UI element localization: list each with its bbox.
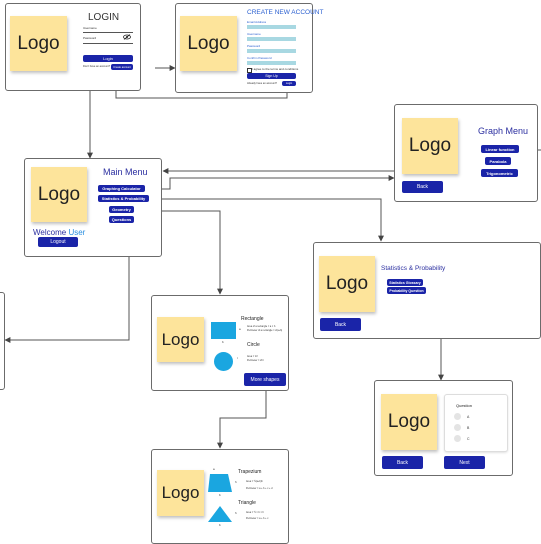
trap-label-a: a: [213, 467, 215, 471]
rect-formula-perimeter: Perimeter of a rectangle = 2(a+b): [247, 329, 283, 332]
field-label-username: Username: [247, 32, 261, 36]
question-next-button[interactable]: Next: [444, 456, 485, 469]
arrow-more-to-shapes2: [217, 386, 267, 449]
graph-trigonometric[interactable]: Trigonometric: [481, 169, 518, 177]
welcome-user: User: [68, 228, 86, 237]
no-account-text: Don't have an account?: [83, 65, 111, 68]
password-field-new[interactable]: [247, 49, 296, 53]
login-logo: Logo: [10, 16, 67, 71]
tri-title: Triangle: [238, 500, 256, 506]
trap-title: Trapezium: [238, 469, 262, 475]
create-logo: Logo: [180, 16, 237, 71]
welcome-label: Welcome: [33, 228, 67, 237]
stats-glossary[interactable]: Statistics Glossary: [387, 279, 423, 286]
username-label: Username: [83, 26, 97, 30]
circle-formula-area: Area = πr²: [247, 355, 259, 358]
menu-geometry[interactable]: Geometry: [109, 206, 134, 213]
option-a-radio[interactable]: [454, 413, 461, 420]
option-c-label: C: [467, 437, 470, 441]
main-title: Main Menu: [103, 167, 148, 177]
graph-logo: Logo: [402, 118, 458, 174]
field-label-confirm: Confirm Password: [247, 56, 272, 60]
question-back-button[interactable]: Back: [382, 456, 423, 469]
tri-label-h: h: [235, 511, 237, 515]
username-field[interactable]: [83, 32, 133, 33]
signup-button[interactable]: Sign Up: [247, 73, 296, 79]
tri-label-b: b: [219, 523, 221, 527]
create-title: CREATE NEW ACCOUNT: [247, 9, 324, 16]
arrow-main-to-left: [4, 220, 130, 343]
question-title: Question: [456, 403, 473, 408]
username-field-new[interactable]: [247, 37, 296, 41]
geometry-logo: Logo: [157, 317, 204, 362]
trap-formula-area: Area = ½(a+b)h: [246, 480, 263, 483]
stats-probability-question[interactable]: Probability Question: [387, 287, 426, 294]
left-partial-frame: [0, 292, 5, 390]
circle-radius-r: r: [237, 356, 238, 360]
login-button[interactable]: Login: [83, 55, 133, 62]
tri-formula-perimeter: Perimeter = a + b + c: [246, 517, 269, 520]
tri-formula-area: Area = ½ × b × h: [246, 511, 264, 514]
arrow-main-to-graph: [147, 175, 395, 190]
rect-title: Rectangle: [241, 316, 264, 322]
circle-title: Circle: [247, 342, 260, 348]
menu-statistics-probability[interactable]: Statistics & Probability: [98, 195, 149, 202]
triangle-shape: [208, 506, 232, 522]
main-logo: Logo: [31, 167, 87, 222]
trap-label-h: h: [235, 480, 237, 484]
question-logo: Logo: [381, 394, 437, 450]
have-account-text: Already have an account?: [247, 82, 277, 85]
circle-formula-perimeter: Perimeter = 2πr: [247, 359, 264, 362]
create-login-button[interactable]: Login: [282, 81, 296, 86]
confirm-password-field[interactable]: [247, 61, 296, 65]
field-label-email: Email Address: [247, 20, 267, 24]
arrow-main-to-stats: [149, 198, 384, 242]
option-b-label: B: [467, 426, 470, 430]
create-account-button[interactable]: Create account: [111, 64, 133, 70]
question-card: [444, 394, 508, 452]
graph-parabola[interactable]: Parabola: [485, 157, 511, 165]
circle-shape: [214, 352, 233, 371]
login-title: LOGIN: [88, 12, 120, 23]
email-field[interactable]: [247, 25, 296, 29]
option-a-label: A: [467, 415, 470, 419]
stats-logo: Logo: [319, 256, 375, 312]
shapes2-logo: Logo: [157, 470, 204, 516]
trapezium-shape: [208, 474, 232, 492]
welcome-text: Welcome User: [33, 228, 85, 237]
stats-title: Statistics & Probability: [381, 265, 446, 272]
field-label-password: Password: [247, 44, 261, 48]
password-label: Password: [83, 36, 97, 40]
arrow-main-to-geometry: [134, 210, 223, 295]
menu-questions[interactable]: Questions: [109, 216, 134, 223]
rect-dim-b: b: [222, 340, 224, 344]
rect-dim-a: a: [239, 327, 241, 331]
eye-off-icon[interactable]: [123, 34, 131, 42]
option-c-radio[interactable]: [454, 435, 461, 442]
rectangle-shape: [211, 322, 236, 339]
stats-back-button[interactable]: Back: [320, 318, 361, 331]
option-b-radio[interactable]: [454, 424, 461, 431]
trap-formula-perimeter: Perimeter = a + b + c + d: [246, 487, 273, 490]
menu-graphing-calculator[interactable]: Graphing Calculator: [98, 185, 145, 192]
terms-checkbox[interactable]: [247, 68, 252, 73]
password-field[interactable]: [83, 43, 133, 44]
trap-label-b: b: [219, 493, 221, 497]
more-shapes-button[interactable]: More shapes: [244, 373, 286, 386]
graph-linear-function[interactable]: Linear function: [481, 145, 519, 153]
logout-button[interactable]: Logout: [38, 237, 78, 247]
graph-title: Graph Menu: [478, 126, 529, 136]
graph-back-button[interactable]: Back: [402, 181, 443, 193]
rect-formula-area: Area of a rectangle = a × b: [247, 325, 276, 328]
terms-text: I agree to the terms and conditions: [252, 67, 299, 71]
